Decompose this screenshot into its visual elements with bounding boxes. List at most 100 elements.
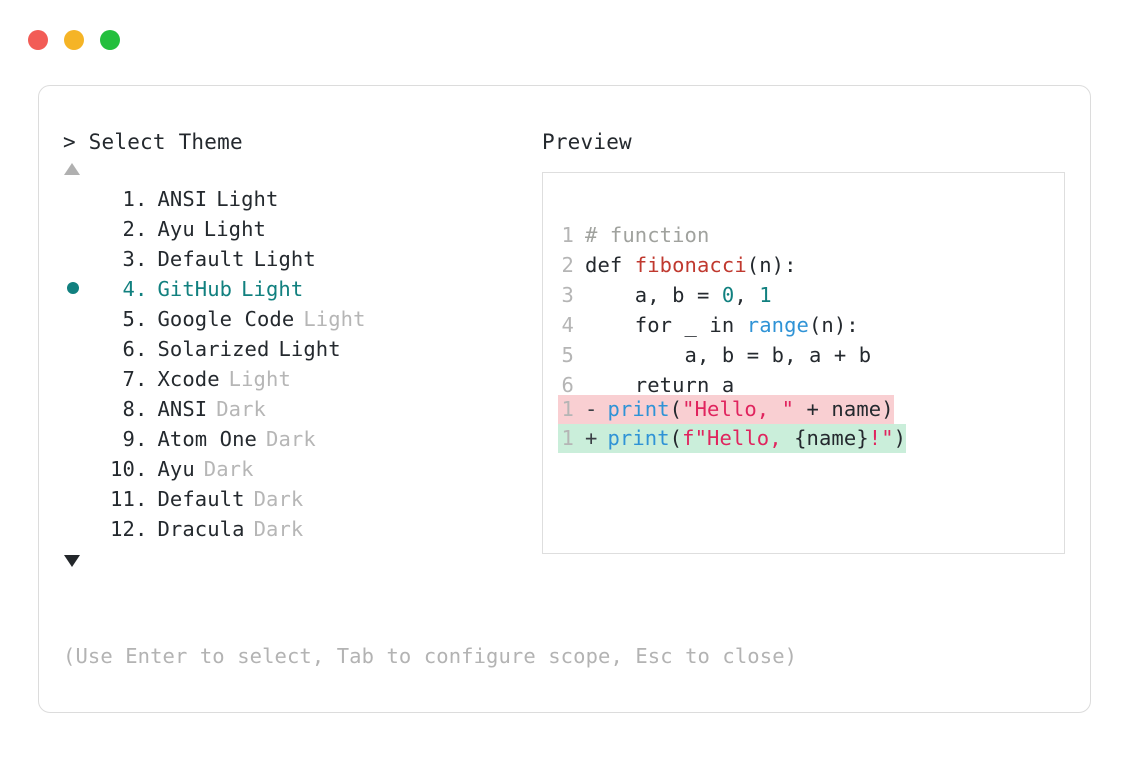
theme-item-name: Dracula <box>157 517 245 541</box>
theme-item-dot: . <box>135 367 148 391</box>
maximize-dot[interactable] <box>100 30 120 50</box>
theme-item-index: 3 <box>122 247 135 271</box>
code-token: a, b = b, a + b <box>585 343 872 367</box>
theme-item-name: Atom One <box>157 427 257 451</box>
theme-item-variant: Light <box>228 367 291 391</box>
diff-sign: + <box>585 426 598 450</box>
theme-list-item[interactable]: 11. Default Dark <box>63 484 533 514</box>
code-token: {name} <box>794 426 869 450</box>
theme-item-dot: . <box>135 517 148 541</box>
line-number: 1 <box>561 223 574 247</box>
theme-item-variant: Light <box>203 217 266 241</box>
theme-item-index: 8 <box>122 397 135 421</box>
theme-item-index: 7 <box>122 367 135 391</box>
code-token: f"Hello, <box>682 426 795 450</box>
theme-item-index: 6 <box>122 337 135 361</box>
theme-list-item[interactable]: 2. Ayu Light <box>63 214 533 244</box>
code-token: range <box>746 313 809 337</box>
code-token: ( <box>669 426 683 450</box>
code-token: return a <box>585 373 735 397</box>
theme-item-dot: . <box>135 337 148 361</box>
code-token: 1 <box>759 283 772 307</box>
theme-list-item[interactable]: 9. Atom One Dark <box>63 424 533 454</box>
theme-item-dot: . <box>135 397 148 421</box>
theme-item-name: Default <box>157 487 245 511</box>
line-number: 5 <box>561 343 574 367</box>
theme-item-index: 12 <box>110 517 135 541</box>
theme-item-dot: . <box>135 307 148 331</box>
theme-item-index: 2 <box>122 217 135 241</box>
theme-item-variant: Light <box>278 337 341 361</box>
theme-item-variant: Dark <box>216 397 267 421</box>
theme-item-dot: . <box>135 247 148 271</box>
theme-item-variant: Dark <box>253 517 304 541</box>
code-token: for _ in <box>585 313 747 337</box>
theme-item-name: ANSI <box>157 187 208 211</box>
theme-item-name: Ayu <box>157 457 195 481</box>
line-number: 4 <box>561 313 574 337</box>
diff-sign: - <box>585 397 598 421</box>
code-token: (n): <box>808 313 859 337</box>
code-token: # function <box>585 223 710 247</box>
theme-item-index: 5 <box>122 307 135 331</box>
minimize-dot[interactable] <box>64 30 84 50</box>
theme-item-index: 1 <box>122 187 135 211</box>
theme-list-item[interactable]: 7. Xcode Light <box>63 364 533 394</box>
line-number: 6 <box>561 373 574 397</box>
preview-heading: Preview <box>542 130 632 154</box>
theme-item-dot: . <box>135 187 148 211</box>
theme-item-variant: Dark <box>203 457 254 481</box>
theme-item-dot: . <box>135 487 148 511</box>
picker-hint: (Use Enter to select, Tab to configure s… <box>63 644 798 668</box>
theme-item-dot: . <box>135 427 148 451</box>
theme-list-item[interactable]: 8. ANSI Dark <box>63 394 533 424</box>
code-line: 4 for _ in range(n): <box>558 310 1062 340</box>
theme-item-index: 4 <box>122 277 135 301</box>
theme-list-item[interactable]: 10. Ayu Dark <box>63 454 533 484</box>
theme-item-variant: Dark <box>266 427 316 451</box>
code-token: fibonacci <box>634 253 747 277</box>
code-token: print <box>607 397 670 421</box>
line-number: 3 <box>561 283 574 307</box>
scroll-up-icon[interactable] <box>64 163 80 175</box>
code-line: 6 return a <box>558 370 1062 400</box>
select-theme-heading: > Select Theme <box>63 130 243 154</box>
code-line: 1 # function <box>558 220 1062 250</box>
theme-list-item[interactable]: 12. Dracula Dark <box>63 514 533 544</box>
line-number: 2 <box>561 253 574 277</box>
window-controls <box>28 30 120 50</box>
theme-item-index: 11 <box>110 487 135 511</box>
theme-item-index: 9 <box>122 427 135 451</box>
code-token: print <box>607 426 670 450</box>
theme-item-name: Xcode <box>157 367 220 391</box>
theme-item-name: Ayu <box>157 217 195 241</box>
theme-item-variant: Light <box>253 247 316 271</box>
theme-item-name: ANSI <box>157 397 208 421</box>
theme-item-dot: . <box>135 457 148 481</box>
theme-item-index: 10 <box>110 457 135 481</box>
theme-item-variant: Dark <box>253 487 304 511</box>
theme-item-variant: Light <box>241 277 304 301</box>
scroll-down-icon[interactable] <box>64 555 80 567</box>
close-dot[interactable] <box>28 30 48 50</box>
theme-item-variant: Light <box>303 307 366 331</box>
diff-line-added: 1+print(f"Hello, {name}!") <box>558 424 907 453</box>
code-token: , <box>734 283 760 307</box>
code-token: ( <box>669 397 683 421</box>
code-line: 5 a, b = b, a + b <box>558 340 1062 370</box>
code-token: a, b = <box>585 283 722 307</box>
theme-item-dot: . <box>135 217 148 241</box>
code-token: "Hello, " <box>682 397 795 421</box>
theme-item-dot: . <box>135 277 148 301</box>
